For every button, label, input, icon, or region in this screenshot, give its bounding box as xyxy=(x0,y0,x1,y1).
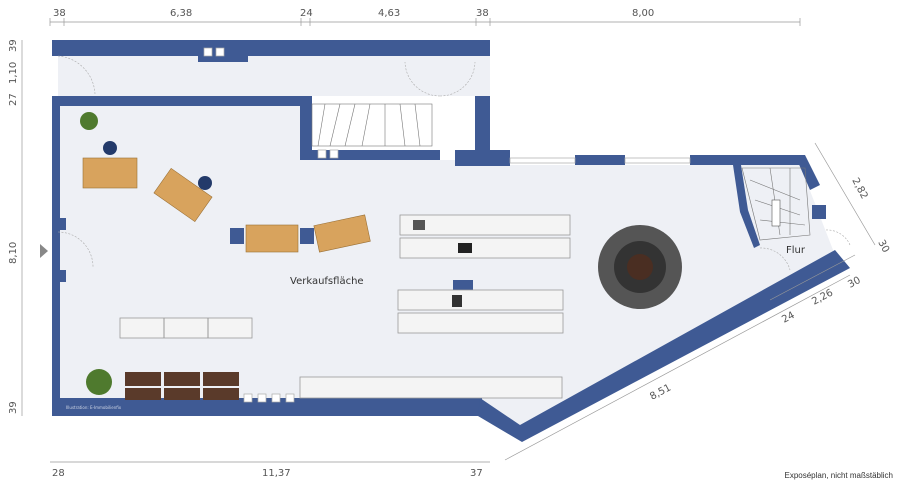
dim-right-6: 8,51 xyxy=(648,382,673,402)
dim-bottom-1: 28 xyxy=(52,468,65,479)
window-openings xyxy=(203,47,691,403)
appliance-shelves xyxy=(299,214,571,399)
dim-left-5: 39 xyxy=(8,401,19,414)
dim-right-2: 30 xyxy=(875,238,891,254)
corridor-floor xyxy=(58,56,490,96)
desk xyxy=(82,157,138,189)
desk xyxy=(153,167,213,223)
dim-top-2: 6,38 xyxy=(170,8,192,19)
table xyxy=(313,214,371,253)
chair-icon xyxy=(103,141,117,155)
furniture xyxy=(80,112,682,400)
room-label-sales-floor: Verkaufsfläche xyxy=(290,276,364,287)
footer-note: Exposéplan, nicht maßstäblich xyxy=(785,471,894,480)
dim-left-4: 8,10 xyxy=(8,242,19,264)
wine-shelves xyxy=(125,372,239,400)
round-display-table xyxy=(598,225,682,309)
dim-top-5: 38 xyxy=(476,8,489,19)
staircase-right xyxy=(741,167,811,241)
plant-icon xyxy=(80,112,98,130)
floor-area xyxy=(58,104,835,432)
dim-left-1: 39 xyxy=(8,39,19,52)
dim-right-4: 2,26 xyxy=(810,287,835,307)
table xyxy=(245,224,299,253)
room-label-hallway: Flur xyxy=(786,245,806,256)
dim-left-3: 27 xyxy=(8,93,19,106)
dim-top-4: 4,63 xyxy=(378,8,400,19)
dimension-lines xyxy=(21,18,876,463)
watermark: Illustration: E-Immobilienfix xyxy=(66,405,122,410)
doors xyxy=(57,55,851,271)
plant-icon xyxy=(86,369,112,395)
dim-top-1: 38 xyxy=(53,8,66,19)
display-counter xyxy=(119,317,253,339)
walls xyxy=(52,40,850,442)
staircase-left xyxy=(311,103,433,147)
dim-right-1: 2,82 xyxy=(849,176,869,201)
entrance-arrow-icon xyxy=(40,244,48,258)
dim-top-6: 8,00 xyxy=(632,8,654,19)
dim-right-3: 30 xyxy=(846,275,862,291)
dim-right-5: 24 xyxy=(780,310,796,326)
chair-icon xyxy=(198,176,212,190)
dim-top-3: 24 xyxy=(300,8,313,19)
dim-bottom-3: 37 xyxy=(470,468,483,479)
dim-bottom-2: 11,37 xyxy=(262,468,291,479)
dim-left-2: 1,10 xyxy=(8,62,19,84)
